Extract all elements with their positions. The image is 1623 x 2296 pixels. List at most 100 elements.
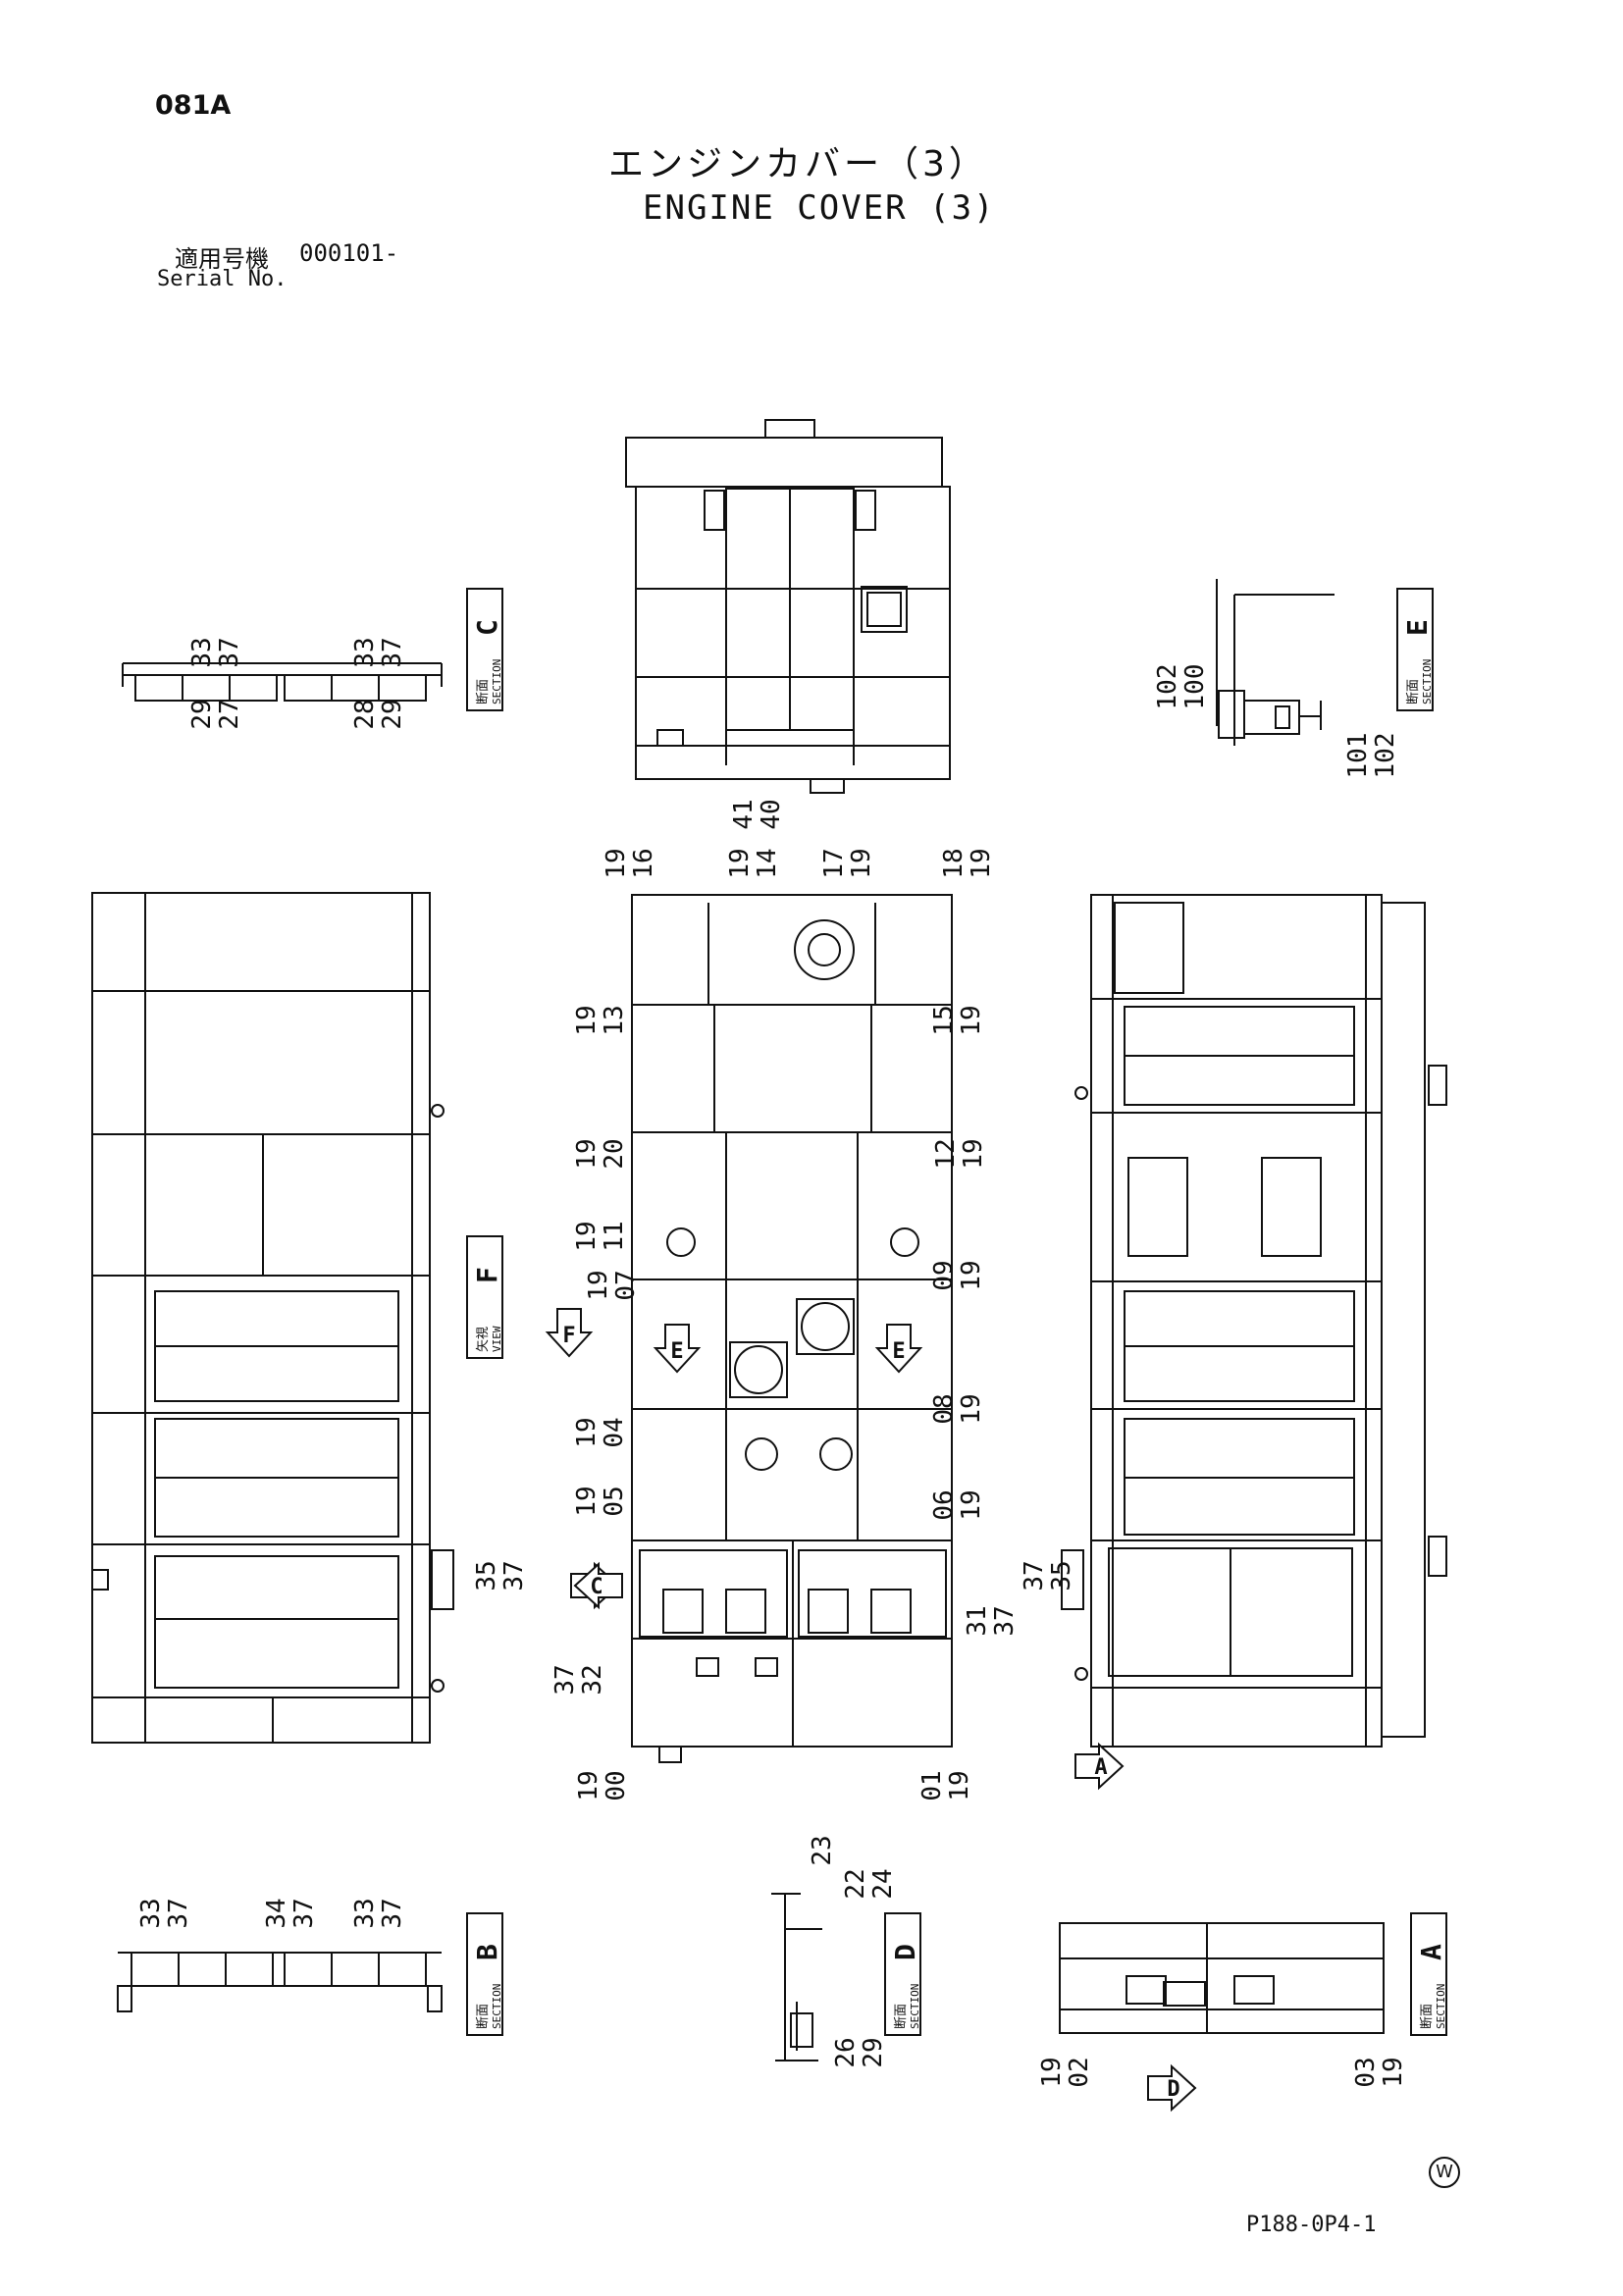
callout-number: 06	[929, 1489, 959, 1520]
callout-number: 35	[472, 1560, 501, 1591]
callout-number: 28	[350, 699, 380, 729]
callout-number: 19	[967, 848, 996, 878]
section-tag-letter: C	[471, 619, 503, 636]
callout-number: 11	[600, 1221, 629, 1251]
callout-number: 19	[957, 1489, 986, 1520]
page-number: 081A	[155, 90, 232, 121]
callout-number: 37	[1020, 1560, 1049, 1591]
section-tag-frame	[466, 1235, 503, 1359]
section-tag-en: SECTION	[909, 1984, 921, 2029]
section-tag-letter: D	[889, 1944, 921, 1960]
callout-number: 01	[917, 1770, 947, 1800]
callout-number: 37	[215, 637, 244, 667]
callout-number: 100	[1180, 664, 1210, 710]
callout-number: 19	[1379, 2057, 1408, 2087]
callout-number: 04	[600, 1417, 629, 1447]
section-tag-jp: 断面	[476, 2004, 491, 2029]
callout-number: 02	[1065, 2057, 1094, 2087]
callout-number: 27	[215, 699, 244, 729]
callout-number: 37	[550, 1664, 580, 1695]
callout-number: 35	[1047, 1560, 1076, 1591]
section-a-drawing	[1059, 1922, 1385, 2034]
section-tag-en: VIEW	[491, 1326, 503, 1352]
callout-number: 37	[289, 1898, 319, 1928]
callout-number: 24	[868, 1868, 898, 1899]
callout-number: 19	[572, 1138, 602, 1169]
callout-number: 19	[572, 1417, 602, 1447]
callout-number: 33	[350, 637, 380, 667]
callout-number: 41	[729, 799, 759, 829]
callout-number: 37	[990, 1605, 1020, 1636]
section-tag-jp: 断面	[1406, 679, 1421, 704]
w-mark: W	[1429, 2157, 1460, 2188]
callout-number: 08	[929, 1393, 959, 1424]
callout-number: 16	[629, 848, 658, 878]
section-tag-frame	[1396, 588, 1434, 711]
callout-number: 19	[572, 1005, 602, 1035]
section-tag-letter: B	[471, 1944, 503, 1960]
callout-number: 19	[959, 1138, 988, 1169]
section-d-drawing	[771, 1893, 822, 2061]
callout-number: 19	[945, 1770, 974, 1800]
section-c-drawing	[122, 662, 443, 702]
callout-number: 26	[831, 2037, 861, 2067]
section-e-drawing	[1216, 579, 1335, 746]
callout-number: 40	[757, 799, 786, 829]
callout-number: 15	[929, 1005, 959, 1035]
callout-number: 101	[1343, 733, 1373, 779]
callout-number: 20	[600, 1138, 629, 1169]
callout-number: 22	[841, 1868, 870, 1899]
callout-number: 07	[611, 1270, 641, 1300]
callout-number: 14	[753, 848, 782, 878]
callout-number: 00	[602, 1770, 631, 1800]
arrow-letter: F	[562, 1324, 575, 1348]
section-tag-letter: F	[471, 1267, 503, 1283]
callout-number: 19	[572, 1221, 602, 1251]
callout-number: 33	[350, 1898, 380, 1928]
callout-number: 31	[963, 1605, 992, 1636]
figure-id: P188-0P4-1	[1246, 2213, 1377, 2237]
left-side-view	[91, 892, 454, 1744]
callout-number: 19	[1037, 2057, 1067, 2087]
direction-arrow: D	[1147, 2063, 1197, 2113]
serial-label-japanese: 適用号機	[175, 245, 269, 273]
callout-number: 33	[187, 637, 217, 667]
section-tag-jp: 断面	[476, 679, 491, 704]
section-tag-en: SECTION	[1435, 1984, 1447, 2029]
callout-number: 19	[957, 1005, 986, 1035]
section-tag-jp: 矢視	[476, 1327, 491, 1352]
callout-number: 12	[931, 1138, 961, 1169]
callout-number: 19	[957, 1393, 986, 1424]
callout-number: 19	[847, 848, 876, 878]
callout-number: 29	[859, 2037, 888, 2067]
section-tag-jp: 断面	[1420, 2004, 1435, 2029]
callout-number: 23	[808, 1835, 837, 1865]
callout-number: 34	[262, 1898, 291, 1928]
section-tag-frame	[1410, 1912, 1447, 2036]
callout-number: 09	[929, 1260, 959, 1290]
callout-number: 37	[378, 637, 407, 667]
callout-number: 13	[600, 1005, 629, 1035]
arrow-letter: A	[1094, 1755, 1107, 1780]
center-plan-view	[631, 894, 953, 1763]
